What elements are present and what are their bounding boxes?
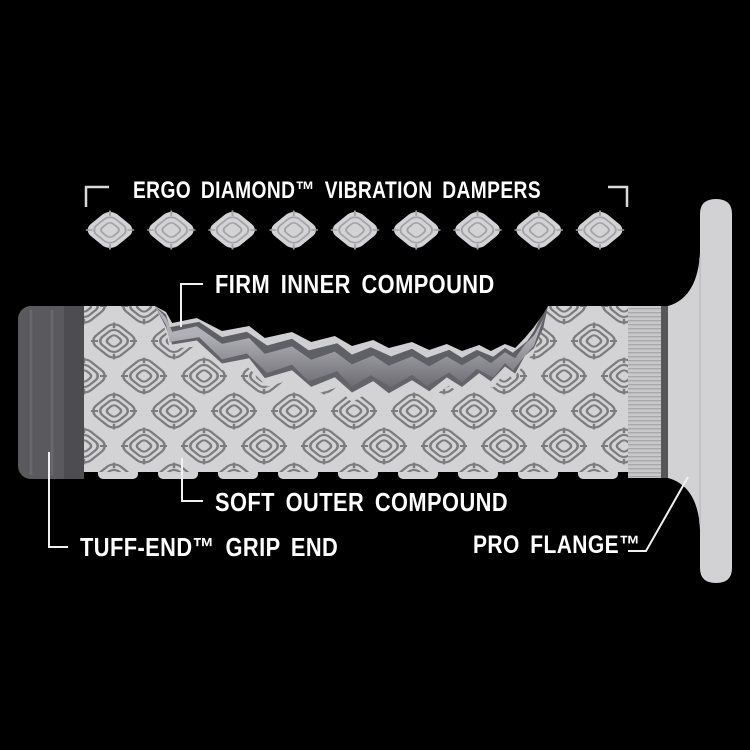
leader-lines [48,283,689,552]
cutaway-opening [155,306,548,351]
pro-flange [668,199,732,583]
grip-end-cap [18,306,84,479]
callout-tuff-end-grip-end: TUFF-END™ GRIP END [80,532,339,562]
callout-soft-outer-compound: SOFT OUTER COMPOUND [215,487,509,517]
title-brackets [84,185,629,207]
left-bracket-icon [84,185,109,207]
flange-collar [661,306,670,478]
inner-compound-cutaway [155,306,548,403]
firm-inner-leader-line [180,283,203,327]
right-bracket-icon [608,185,629,207]
grip-end-leader-line [48,452,68,548]
vibration-dampers-row [82,207,628,253]
diagram-title: ERGO DIAMOND™ VIBRATION DAMPERS [132,177,542,204]
callout-pro-flange: PRO FLANGE™ [473,531,641,559]
callout-firm-inner-compound: FIRM INNER COMPOUND [215,269,495,299]
flange-leader-line [628,476,689,552]
grip-rib-section [628,306,661,478]
soft-outer-leader-line [181,458,203,502]
